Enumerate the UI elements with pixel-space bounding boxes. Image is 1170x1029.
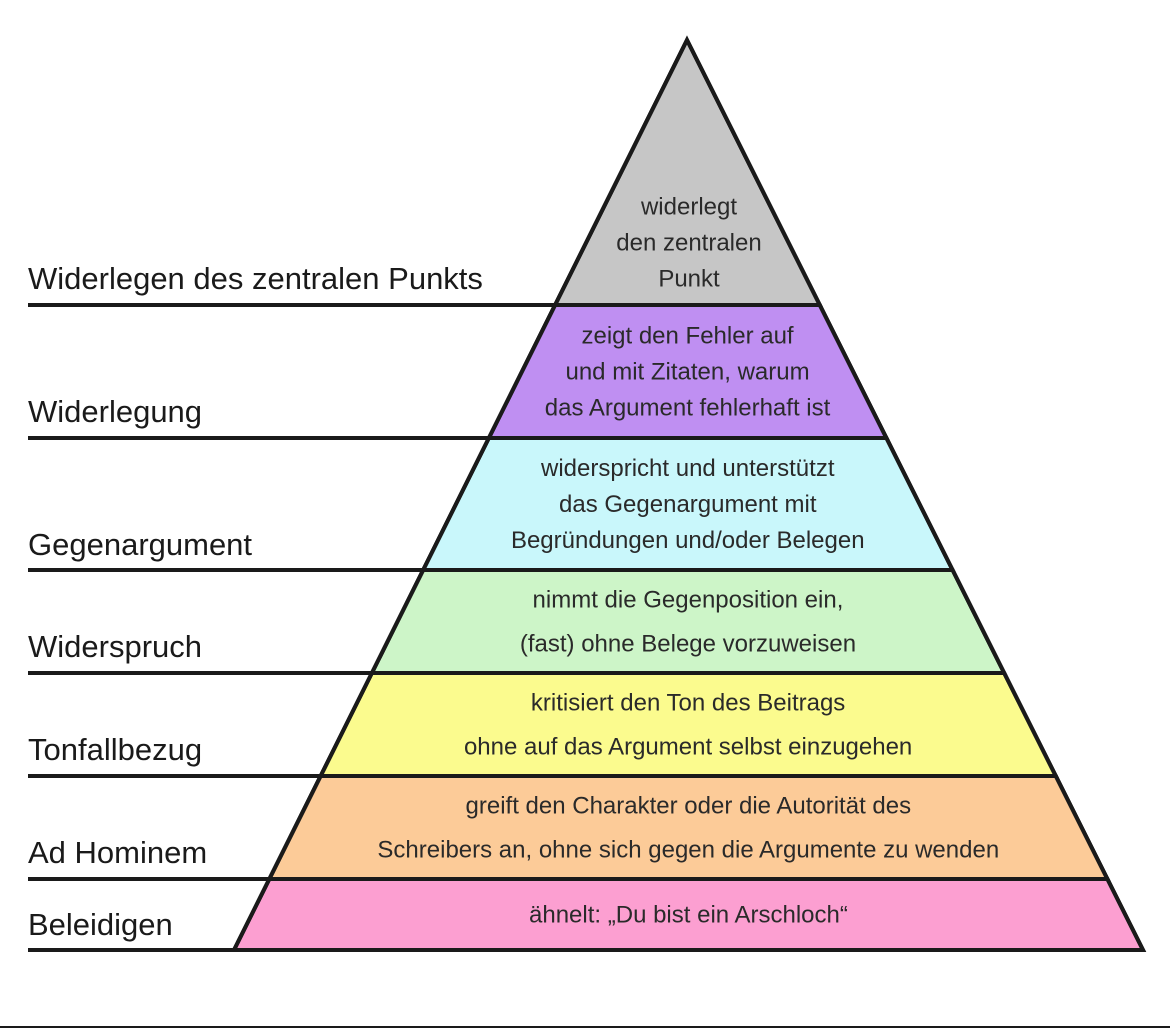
level-description-central-point-line-2: den zentralen <box>616 230 761 257</box>
level-label-central-point: Widerlegen des zentralen Punkts <box>28 261 483 296</box>
level-description-tone-line-1: kritisiert den Ton des Beitrags <box>531 690 845 717</box>
level-description-contradiction-line-2: (fast) ohne Belege vorzuweisen <box>520 631 856 658</box>
pyramid-outline <box>230 35 1147 952</box>
level-label-counterargument: Gegenargument <box>28 527 252 562</box>
level-description-counterargument-line-3: Begründungen und/oder Belegen <box>511 527 865 554</box>
pyramid-bands <box>230 35 1147 952</box>
divider-lines <box>28 303 1108 952</box>
level-description-counterargument-line-1: widerspricht und unterstützt <box>540 455 835 482</box>
pyramid-band-tone <box>317 671 1060 778</box>
level-label-ad-hominem: Ad Hominem <box>28 835 207 870</box>
level-label-tone: Tonfallbezug <box>28 732 202 767</box>
level-labels: Widerlegen des zentralen PunktsWiderlegu… <box>28 261 483 942</box>
level-label-contradiction: Widerspruch <box>28 629 202 664</box>
level-description-tone-line-2: ohne auf das Argument selbst einzugehen <box>464 734 912 761</box>
level-description-ad-hominem-line-2: Schreibers an, ohne sich gegen die Argum… <box>377 837 999 864</box>
level-description-central-point-line-1: widerlegt <box>640 194 737 221</box>
level-description-insult-line-1: ähnelt: „Du bist ein Arschloch“ <box>529 902 848 929</box>
pyramid-band-ad-hominem <box>266 774 1111 881</box>
level-label-refutation: Widerlegung <box>28 394 202 429</box>
level-description-central-point-line-3: Punkt <box>658 266 720 293</box>
level-description-counterargument-line-2: das Gegenargument mit <box>559 491 817 518</box>
level-description-contradiction-line-1: nimmt die Gegenposition ein, <box>533 587 844 614</box>
level-description-refutation-line-1: zeigt den Fehler auf <box>581 323 793 350</box>
level-label-insult: Beleidigen <box>28 907 173 942</box>
level-description-refutation-line-3: das Argument fehlerhaft ist <box>545 395 831 422</box>
pyramid-band-contradiction <box>368 568 1008 675</box>
level-description-ad-hominem-line-1: greift den Charakter oder die Autorität … <box>466 793 912 820</box>
level-description-refutation-line-2: und mit Zitaten, warum <box>565 359 809 386</box>
